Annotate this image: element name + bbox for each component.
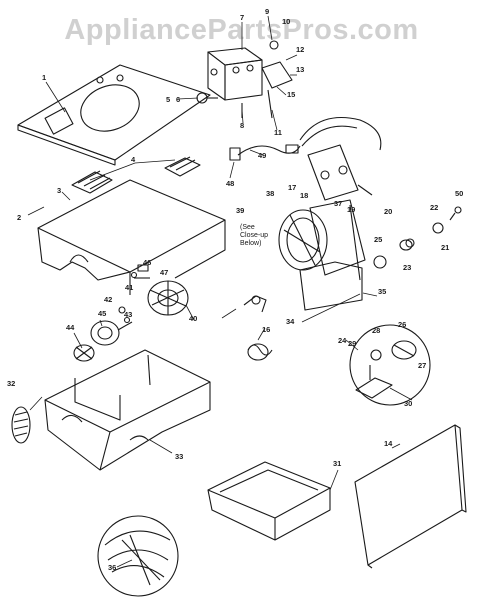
callout-39: 39: [236, 206, 244, 215]
closeup-note-line: Below): [240, 240, 261, 247]
callout-47: 47: [160, 268, 168, 277]
watermark: AppliancePartsPros.com: [64, 14, 419, 46]
top-filter-left: [71, 170, 113, 194]
callout-38: 38: [266, 189, 274, 198]
closeup-note-line: (See: [240, 224, 255, 231]
top-filter-right: [164, 156, 201, 177]
callout-26: 26: [398, 320, 406, 329]
side-grille: [11, 406, 31, 444]
callout-31: 31: [333, 459, 341, 468]
callout-15: 15: [287, 90, 295, 99]
callout-3: 3: [57, 186, 61, 195]
bottom-tray: [207, 461, 331, 541]
callout-9: 9: [265, 7, 269, 16]
fan-blade: [73, 344, 95, 362]
callout-50: 50: [455, 189, 463, 198]
callout-4: 4: [131, 155, 136, 164]
callout-14: 14: [384, 439, 393, 448]
callout-49: 49: [258, 151, 266, 160]
blower-housing: [278, 199, 366, 311]
callout-30: 30: [404, 399, 412, 408]
callout-16: 16: [262, 325, 270, 334]
motor: [90, 320, 133, 346]
callout-20: 20: [384, 207, 392, 216]
callout-22: 22: [430, 203, 438, 212]
callout-8: 8: [240, 121, 244, 130]
callout-34: 34: [286, 317, 295, 326]
callout-23: 23: [403, 263, 411, 272]
callout-17: 17: [288, 183, 296, 192]
callout-44: 44: [66, 323, 75, 332]
callout-7: 7: [240, 13, 244, 22]
callout-48: 48: [226, 179, 234, 188]
callout-46: 46: [143, 258, 151, 267]
callout-2: 2: [17, 213, 21, 222]
callout-45: 45: [98, 309, 106, 318]
callout-25: 25: [374, 235, 382, 244]
callout-42: 42: [104, 295, 112, 304]
callout-11: 11: [274, 128, 282, 137]
callout-13: 13: [296, 65, 304, 74]
top-cover: [37, 179, 226, 295]
callout-12: 12: [296, 45, 304, 54]
thermostat: [299, 116, 382, 201]
control-closeup: [349, 324, 431, 406]
blower-wheel: [147, 280, 189, 316]
callout-6: 6: [176, 95, 180, 104]
callout-27: 27: [418, 361, 426, 370]
callout-21: 21: [441, 243, 449, 252]
callout-19: 19: [347, 205, 355, 214]
control-bracket: [196, 40, 293, 119]
callout-1: 1: [42, 73, 46, 82]
callout-40: 40: [189, 314, 197, 323]
callout-35: 35: [378, 287, 386, 296]
callout-41: 41: [125, 283, 133, 292]
damper-spring: [243, 295, 273, 361]
base-pan: [44, 349, 211, 471]
callout-36: 36: [108, 563, 116, 572]
callout-29: 29: [348, 339, 356, 348]
callout-43: 43: [124, 310, 132, 319]
callout-10: 10: [282, 17, 290, 26]
callout-28: 28: [372, 326, 380, 335]
knobs-and-bushings: [373, 206, 462, 269]
callout-5: 5: [166, 95, 170, 104]
back-panel: [17, 64, 211, 166]
wire-harness: [229, 144, 301, 161]
front-panel: [354, 424, 467, 569]
small-hardware: [118, 264, 150, 324]
closeup-detail: [97, 515, 179, 597]
closeup-note-line: Close-up: [240, 232, 268, 239]
callout-32: 32: [7, 379, 15, 388]
callout-37: 37: [334, 199, 342, 208]
leader-lines: [27, 15, 413, 568]
callout-18: 18: [300, 191, 308, 200]
callout-24: 24: [338, 336, 347, 345]
callout-33: 33: [175, 452, 183, 461]
